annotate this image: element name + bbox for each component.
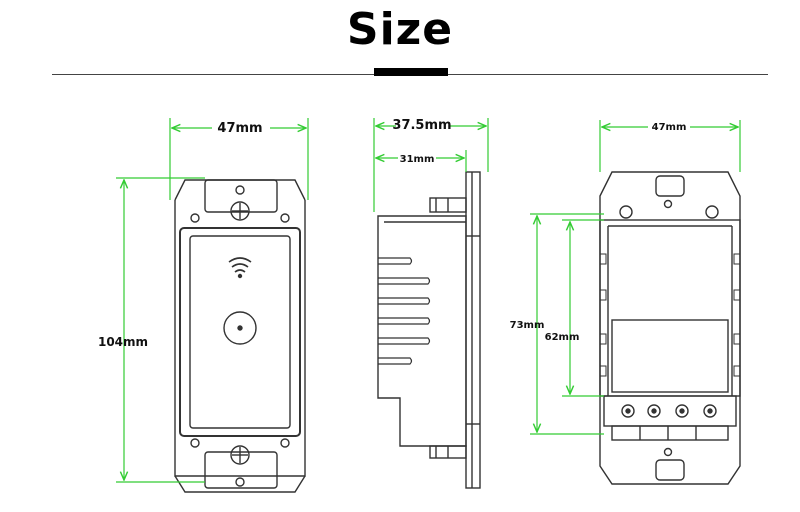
front-corner-screw xyxy=(280,213,290,223)
back-corner-screw xyxy=(705,205,719,219)
side-depth-label-bg xyxy=(396,116,450,133)
title-accent-bar xyxy=(374,68,448,76)
back-inner-height-label: 62mm xyxy=(545,332,580,343)
front-corner-screw xyxy=(280,438,290,448)
back-width-label: 47mm xyxy=(652,122,687,133)
front-top-ear xyxy=(204,179,278,213)
front-bottom-screw-icon xyxy=(230,445,250,465)
front-bottom-hole xyxy=(235,477,245,487)
front-width-label-bg xyxy=(212,118,270,136)
front-height-label: 104mm xyxy=(98,335,148,349)
side-body-depth-label-bg xyxy=(398,150,436,164)
touch-button-icon xyxy=(223,311,257,345)
wifi-icon xyxy=(228,257,252,279)
touch-button-center xyxy=(237,325,243,331)
side-depth-label: 37.5mm xyxy=(392,118,451,133)
side-faceplate xyxy=(465,171,481,489)
back-side-tabs xyxy=(599,253,741,377)
front-cover-plate xyxy=(179,227,301,437)
front-top-hole xyxy=(235,185,245,195)
terminal-screw-icons xyxy=(621,404,717,418)
back-view xyxy=(599,171,741,485)
front-glass-panel xyxy=(189,235,291,429)
side-view xyxy=(377,171,481,489)
front-strap-top xyxy=(174,179,306,201)
front-strap-sides xyxy=(174,200,306,477)
side-fins xyxy=(378,257,431,365)
side-body-depth-label: 31mm xyxy=(400,154,435,165)
back-dimensions xyxy=(530,120,741,435)
back-terminal-clamps xyxy=(611,425,729,441)
front-bottom-ear xyxy=(204,451,278,489)
back-strap xyxy=(599,171,741,485)
back-corner-screw xyxy=(619,205,633,219)
front-width-label: 47mm xyxy=(217,121,262,136)
side-housing xyxy=(377,215,467,447)
front-corner-screw xyxy=(190,438,200,448)
back-label-area xyxy=(611,319,729,393)
back-width-label-bg xyxy=(648,119,690,134)
back-housing xyxy=(599,219,741,397)
front-corner-screw xyxy=(190,213,200,223)
front-top-screw-icon xyxy=(230,201,250,221)
front-strap-bottom xyxy=(174,475,306,493)
back-top-slot xyxy=(655,175,685,197)
front-view xyxy=(174,179,306,493)
back-bottom-slot xyxy=(655,459,685,481)
page-title: Size xyxy=(346,4,454,55)
back-height-label: 73mm xyxy=(510,320,545,331)
